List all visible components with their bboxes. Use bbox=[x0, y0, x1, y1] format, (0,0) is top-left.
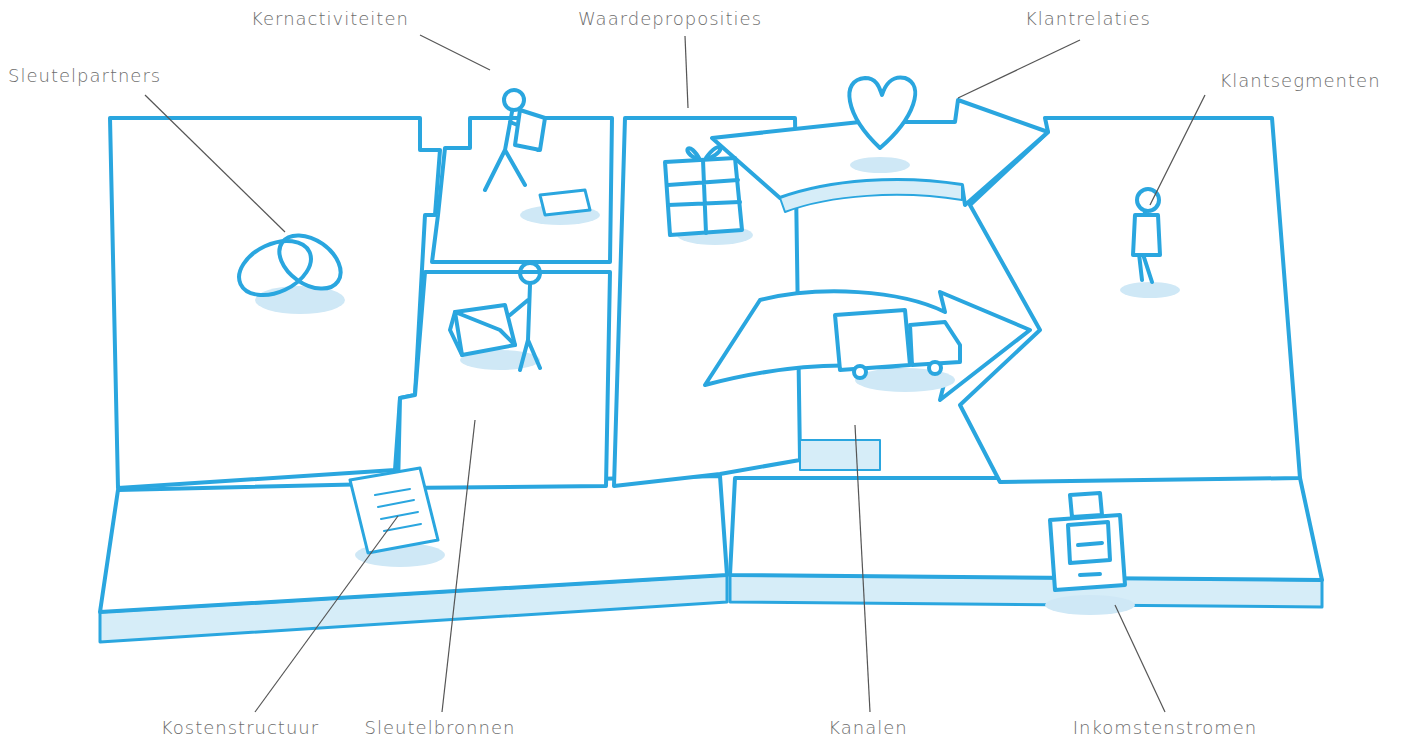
part-label: Klantrelaties bbox=[1025, 8, 1151, 29]
part-label: Kostenstructuur bbox=[161, 717, 319, 738]
part-label: Sleutelbronnen bbox=[365, 717, 516, 738]
part-label: Klantsegmenten bbox=[1219, 70, 1380, 91]
part-label: Waardeproposities bbox=[578, 8, 762, 29]
part-label: Sleutelpartners bbox=[8, 65, 161, 86]
part-label: Inkomstenstromen bbox=[1073, 717, 1257, 738]
part-label: Kanalen bbox=[828, 717, 907, 738]
part-label: Kernactiviteiten bbox=[251, 8, 409, 29]
